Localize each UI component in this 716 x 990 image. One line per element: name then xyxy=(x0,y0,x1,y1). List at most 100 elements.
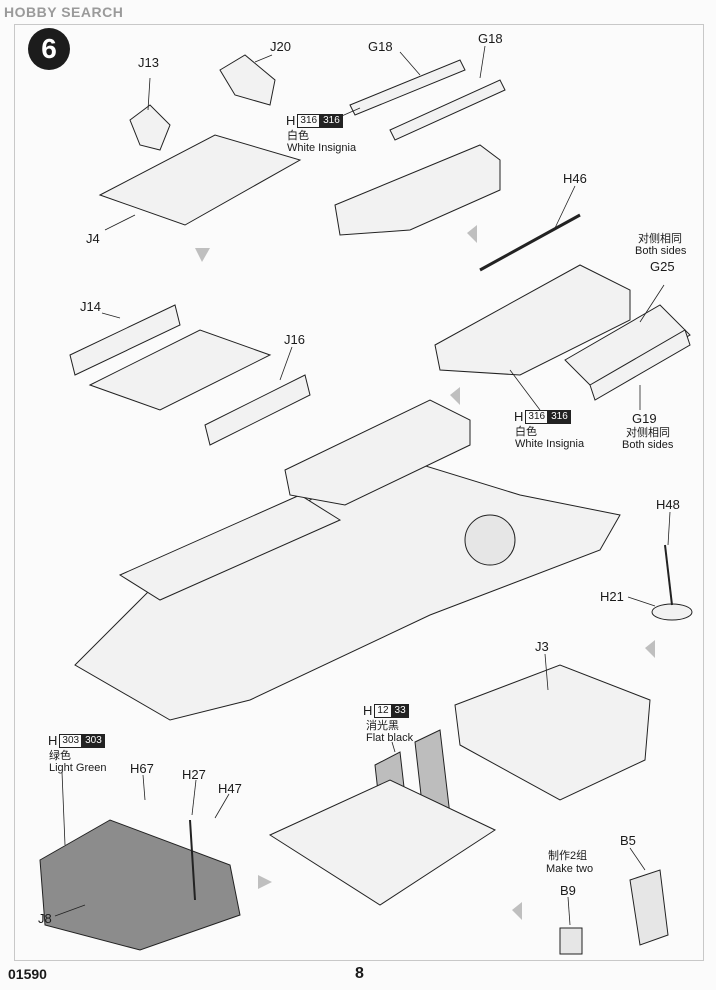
step-arrow-1 xyxy=(195,248,210,262)
product-code: 01590 xyxy=(8,966,47,982)
page-number: 8 xyxy=(355,965,364,982)
leader-light-green xyxy=(61,771,66,846)
note-both-sides-cn-bottom: 对侧相同 xyxy=(626,427,670,439)
leader-b5 xyxy=(629,847,646,871)
part-label-b9: B9 xyxy=(560,883,576,898)
note-both-sides-en-top: Both sides xyxy=(635,245,687,257)
leader-j3 xyxy=(544,653,549,691)
paint-letter: H xyxy=(286,113,296,128)
paint-number-box: 12 xyxy=(374,704,392,718)
paint-name-en-flat-black: Flat black xyxy=(366,732,414,744)
leader-j20 xyxy=(254,54,273,63)
j8-floor-painted xyxy=(39,819,241,951)
b5-bracket xyxy=(629,869,669,946)
paint-name-cn-flat-black: 消光黑 xyxy=(366,720,399,732)
leader-h47 xyxy=(214,793,230,819)
part-label-g25: G25 xyxy=(650,259,675,274)
paint-number-box: 316 xyxy=(525,410,549,424)
leader-g18-left xyxy=(399,51,421,76)
g18-panel-left xyxy=(349,59,466,116)
paint-name-en-light-green: Light Green xyxy=(49,762,107,774)
paint-letter: H xyxy=(363,703,373,718)
g19-side-panel xyxy=(589,329,691,401)
paint-name-cn-white-top: 白色 xyxy=(287,130,309,142)
part-label-b5: B5 xyxy=(620,833,636,848)
j13-seat-frame xyxy=(129,104,171,151)
j4-floor-plate xyxy=(98,134,302,226)
part-label-j13: J13 xyxy=(138,55,159,70)
leader-j16 xyxy=(279,346,293,381)
g18-panel-right xyxy=(389,79,506,141)
paint-number-fill: 303 xyxy=(82,734,105,748)
note-both-sides-cn-top: 对侧相同 xyxy=(638,233,682,245)
part-label-h47: H47 xyxy=(218,781,242,796)
note-both-sides-en-bottom: Both sides xyxy=(622,439,674,451)
leader-g25 xyxy=(639,284,665,323)
g25-side-panel xyxy=(564,304,691,391)
paint-number-box: 303 xyxy=(59,734,83,748)
j3-rear-assembly xyxy=(454,664,651,801)
paint-number-box: 316 xyxy=(297,114,321,128)
j20-seat-back xyxy=(219,54,276,106)
leader-j4 xyxy=(104,214,136,231)
leader-h316-mid xyxy=(509,369,541,411)
step-arrow-3 xyxy=(450,387,460,405)
b9-plate xyxy=(559,927,583,955)
leader-b9 xyxy=(567,896,571,926)
front-floor-section xyxy=(118,494,342,601)
paint-number-fill: 316 xyxy=(548,410,571,424)
part-label-g19: G19 xyxy=(632,411,657,426)
h46-rod xyxy=(479,213,581,272)
part-label-j16: J16 xyxy=(284,332,305,347)
part-label-h46: H46 xyxy=(563,171,587,186)
part-label-h67: H67 xyxy=(130,761,154,776)
leader-flat-black xyxy=(391,741,396,753)
part-label-j14: J14 xyxy=(80,299,101,314)
step-arrow-4 xyxy=(645,640,655,658)
upper-tub-on-chassis xyxy=(284,399,471,506)
paint-code-flat-black: H 12 33 xyxy=(363,704,409,718)
paint-letter: H xyxy=(514,409,524,424)
paint-number-fill: 316 xyxy=(320,114,343,128)
part-label-j3: J3 xyxy=(535,639,549,654)
leader-h67 xyxy=(142,774,146,801)
paint-name-cn-white-mid: 白色 xyxy=(515,426,537,438)
part-label-j20: J20 xyxy=(270,39,291,54)
paint-code-light-green: H 303 303 xyxy=(48,734,105,748)
part-label-h48: H48 xyxy=(656,497,680,512)
paint-letter: H xyxy=(48,733,58,748)
step-number-badge: 6 xyxy=(28,28,70,70)
seat-floor-plate xyxy=(268,779,497,906)
part-label-h27: H27 xyxy=(182,767,206,782)
part-label-j8: J8 xyxy=(38,911,52,926)
leader-h46 xyxy=(554,185,576,229)
leader-h21 xyxy=(627,596,656,607)
h21-steering-wheel xyxy=(651,603,693,621)
paint-name-en-white-top: White Insignia xyxy=(287,142,357,154)
step-arrow-5 xyxy=(258,875,272,889)
note-make-two-en: Make two xyxy=(546,863,594,875)
leader-j14 xyxy=(101,312,121,319)
j14-side-panel xyxy=(69,304,181,376)
h27-rod xyxy=(189,819,196,901)
leader-j13 xyxy=(147,77,151,111)
paint-name-en-white-mid: White Insignia xyxy=(515,438,585,450)
leader-h27 xyxy=(191,779,197,816)
note-make-two-cn: 制作2组 xyxy=(548,850,588,862)
paint-number-fill: 33 xyxy=(391,704,409,718)
part-label-g18-left: G18 xyxy=(368,39,393,54)
part-label-h21: H21 xyxy=(600,589,624,604)
mid-floor-plate xyxy=(88,329,272,411)
h48-shaft xyxy=(664,544,673,606)
leader-h48 xyxy=(667,511,671,546)
part-label-g18-right: G18 xyxy=(478,31,503,46)
rear-tub-middle xyxy=(434,264,631,376)
hatch-grille xyxy=(464,514,516,566)
leader-g18-right xyxy=(479,45,486,79)
j16-side-panel xyxy=(204,374,311,446)
paint-code-white-mid: H 316 316 xyxy=(514,410,571,424)
watermark-logo: HOBBY SEARCH xyxy=(4,4,124,20)
paint-name-cn-light-green: 绿色 xyxy=(49,750,71,762)
